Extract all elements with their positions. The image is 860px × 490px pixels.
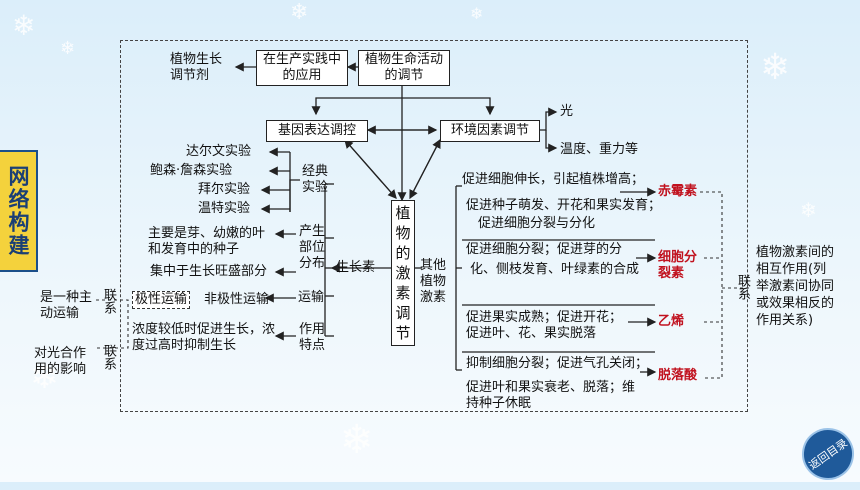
gene-regulation-box: 基因表达调控 — [266, 120, 368, 142]
snowflake-icon: ❄ — [290, 0, 309, 25]
transport-label: 运输 — [298, 290, 325, 305]
abscisic-acid-desc: 促进叶和果实衰老、脱落；维 — [466, 380, 636, 395]
cytokinin-desc: 化、侧枝发育、叶绿素的合成 — [470, 262, 640, 277]
active-transport-note: 是一种主动运输 — [40, 290, 93, 321]
photosynthesis-note: 对光合作用的影响 — [34, 346, 87, 377]
gibberellin-desc: 促进细胞分裂与分化 — [478, 216, 596, 231]
env-item-light: 光 — [560, 104, 574, 119]
effect-text: 浓度较低时促进生长，浓度过高时抑制生长 — [132, 322, 276, 353]
snowflake-icon: ❄ — [470, 4, 484, 23]
experiment-item: 达尔文实验 — [186, 144, 252, 159]
auxin-label: 生长素 — [336, 260, 376, 275]
diagram-frame — [120, 40, 748, 412]
production-text: 主要是芽、幼嫩的叶和发育中的种子 — [148, 226, 266, 257]
gibberellin-desc: 促进种子萌发、开花和果实发育； — [466, 198, 662, 213]
experiment-item: 拜尔实验 — [198, 182, 251, 197]
abscisic-acid-desc: 抑制细胞分裂；促进气孔关闭； — [466, 356, 649, 371]
center-hormone-box: 植物的激素调节 — [391, 200, 415, 346]
gibberellin-name: 赤霉素 — [658, 184, 698, 199]
snowflake-icon: ❄ — [30, 357, 59, 397]
life-regulation-box: 植物生命活动的调节 — [358, 50, 450, 86]
regulator-label: 植物生长调节剂 — [170, 52, 223, 83]
snowflake-icon: ❄ — [340, 417, 374, 463]
link-label: 联系 — [101, 344, 116, 370]
snowflake-icon: ❄ — [60, 38, 76, 59]
snowflake-icon: ❄ — [12, 9, 36, 42]
application-box: 在生产实践中的应用 — [256, 50, 348, 86]
polar-transport-box: 极性运输 — [132, 291, 191, 309]
other-hormones-label: 其他植物激素 — [420, 258, 447, 305]
abscisic-acid-name: 脱落酸 — [658, 368, 698, 383]
interaction-note: 植物激素间的相互作用(列举激素间协同或效果相反的作用关系) — [756, 245, 835, 328]
ethylene-desc: 促进果实成熟；促进开花； — [466, 310, 623, 325]
cytokinin-desc: 促进细胞分裂；促进芽的分 — [466, 242, 623, 257]
experiment-item: 鲍森·詹森实验 — [150, 163, 233, 178]
experiment-label: 经典实验 — [301, 164, 328, 195]
snowflake-icon: ❄ — [760, 47, 791, 88]
env-item-temperature: 温度、重力等 — [560, 142, 639, 157]
link-label: 联系 — [735, 274, 750, 300]
cytokinin-name: 细胞分裂素 — [658, 250, 698, 281]
experiment-item: 温特实验 — [198, 201, 251, 216]
ethylene-desc: 促进叶、花、果实脱落 — [466, 326, 597, 341]
link-label: 联系 — [101, 288, 116, 314]
effect-label: 作用特点 — [298, 322, 325, 353]
section-tab: 网络构建 — [0, 150, 38, 272]
abscisic-acid-desc: 持种子休眠 — [466, 396, 532, 411]
distribution-text: 集中于生长旺盛部分 — [150, 264, 268, 279]
nonpolar-transport: 非极性运输 — [204, 292, 270, 307]
environment-regulation-box: 环境因素调节 — [440, 120, 540, 142]
ethylene-name: 乙烯 — [658, 314, 685, 329]
snowflake-icon: ❄ — [800, 198, 817, 222]
gibberellin-desc: 促进细胞伸长，引起植株增高； — [462, 172, 645, 187]
production-label: 产生部位分布 — [298, 224, 325, 271]
